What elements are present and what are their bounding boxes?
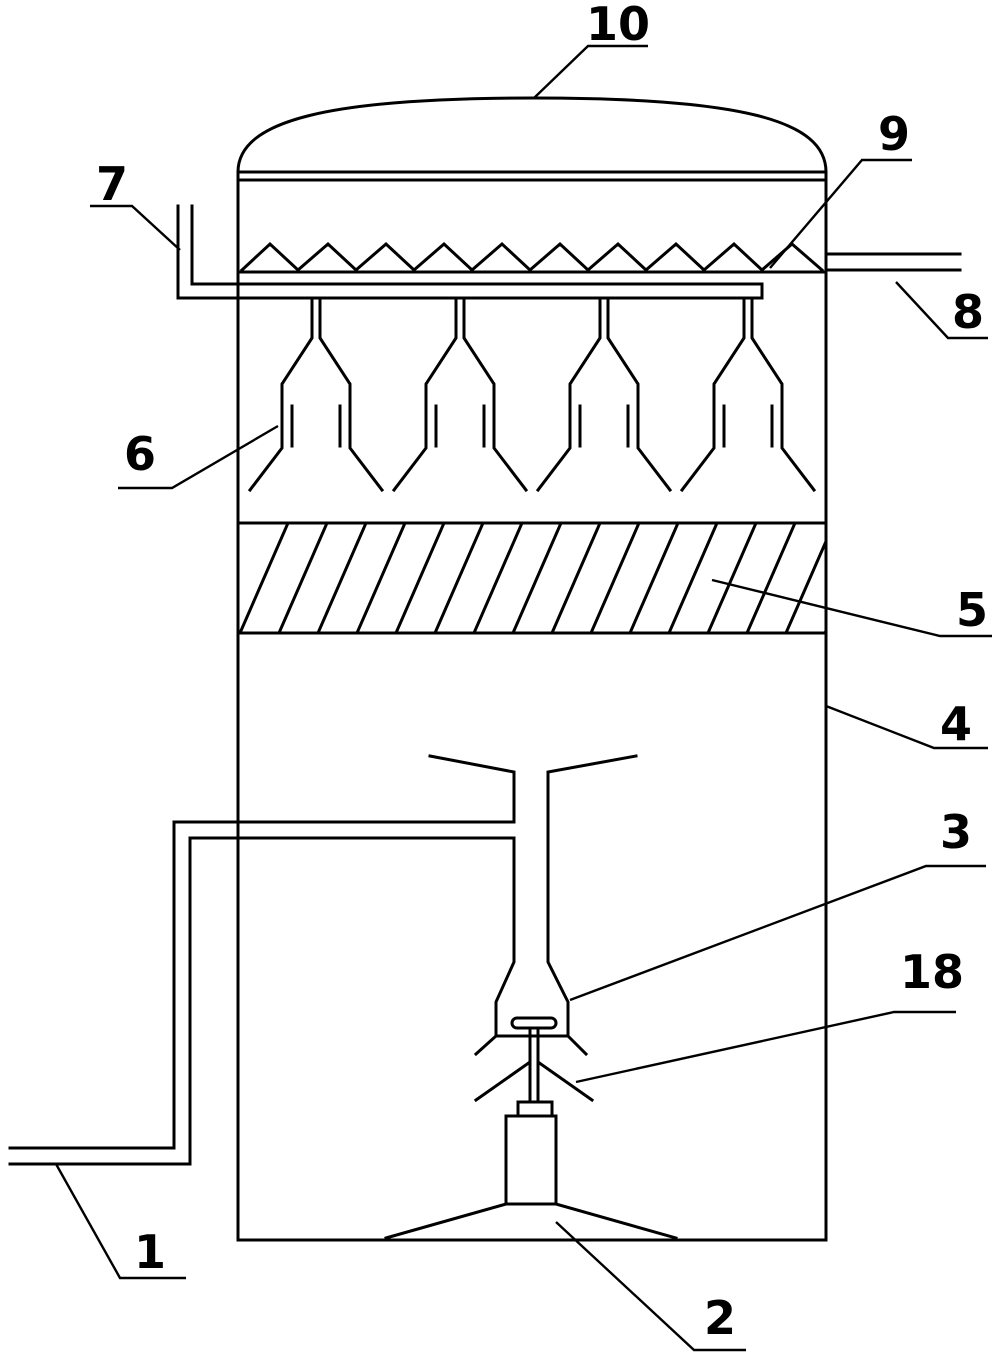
label-7: 7	[96, 157, 128, 211]
label-5: 5	[956, 583, 988, 637]
label-8: 8	[952, 285, 984, 339]
packing-hatch	[238, 523, 826, 633]
spray-nozzle	[535, 296, 673, 493]
label-3: 3	[940, 805, 972, 859]
hatch-line	[823, 626, 826, 633]
hatch-line	[394, 523, 446, 633]
hatch-line	[667, 523, 719, 633]
leader-lines	[54, 44, 992, 1352]
liquid-feed-pipe	[176, 204, 764, 300]
vessel-body	[236, 170, 828, 1242]
hatch-line	[277, 523, 329, 633]
hatch-line	[355, 523, 407, 633]
label-6: 6	[124, 427, 156, 481]
labels: 10 9 7 8 6 5 4 3 18 1 2	[96, 0, 988, 1345]
gas-distributor	[428, 754, 638, 1057]
label-4: 4	[940, 697, 972, 751]
hatch-line	[745, 523, 797, 633]
label-2: 2	[704, 1291, 736, 1345]
hatch-line	[589, 523, 641, 633]
hatch-line	[784, 537, 826, 633]
label-18: 18	[900, 945, 964, 999]
motor-base	[384, 1100, 678, 1240]
spray-nozzle	[247, 296, 385, 493]
hatch-line	[628, 523, 680, 633]
hatch-line	[511, 523, 563, 633]
hatch-line	[706, 523, 758, 633]
hatch-line	[433, 523, 485, 633]
hatch-line	[238, 523, 290, 633]
vessel-dome	[236, 96, 828, 174]
label-10: 10	[586, 0, 650, 51]
hatch-line	[550, 523, 602, 633]
spray-nozzle-group	[247, 296, 817, 493]
label-9: 9	[878, 107, 910, 161]
outlet-pipe	[824, 252, 962, 272]
gas-inlet-pipe	[8, 820, 516, 1166]
spray-nozzle	[679, 296, 817, 493]
demister-zigzag	[239, 241, 825, 273]
packing-layer	[236, 521, 828, 635]
label-1: 1	[134, 1225, 166, 1279]
impeller	[473, 1016, 595, 1104]
spray-nozzle	[391, 296, 529, 493]
hatch-line	[472, 523, 524, 633]
hatch-line	[316, 523, 368, 633]
